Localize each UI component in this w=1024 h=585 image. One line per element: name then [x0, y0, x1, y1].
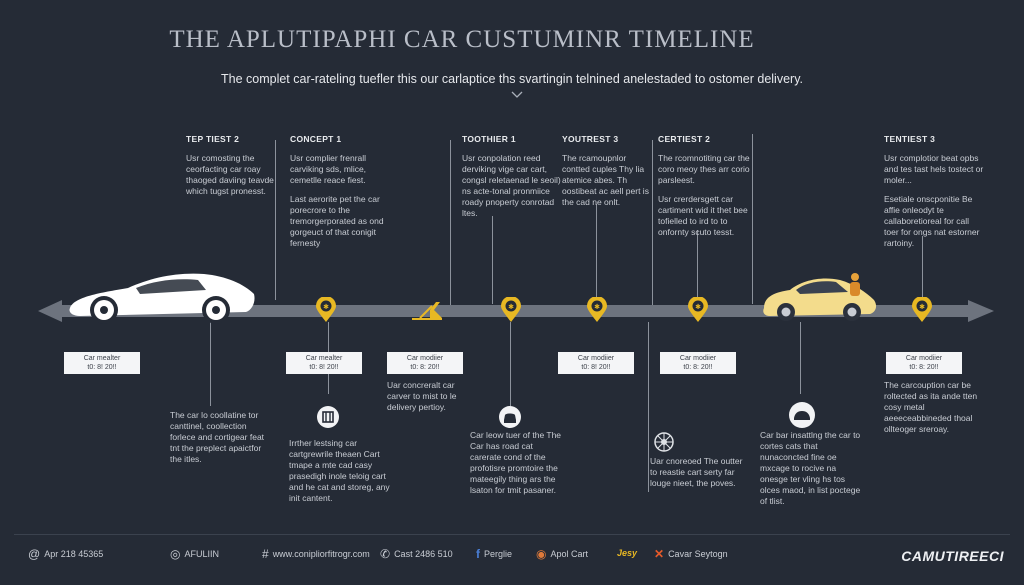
tow-truck-icon	[412, 302, 442, 320]
connector-line	[510, 322, 511, 406]
person-icon	[850, 273, 860, 296]
x-icon: ✕	[654, 547, 665, 561]
footer-social[interactable]: ✕ Cavar Seytogn	[654, 547, 728, 561]
hatchback-car-icon	[763, 278, 877, 321]
footer: @ Apr 218 45365 ◎ AFULIIN # www.coniplio…	[0, 548, 1024, 566]
footer-handle[interactable]: ◎ AFULIIN	[170, 547, 219, 561]
timeline-marker-icon: ✱	[587, 297, 607, 322]
stage-text: Last aerorite pet the car porecrore to t…	[290, 194, 384, 248]
footer-website[interactable]: # www.conipliorfitrogr.com	[262, 547, 370, 561]
wheel-icon	[654, 432, 674, 452]
timeline-marker-icon: ✱	[501, 297, 521, 322]
delivery-car-icon	[789, 402, 815, 428]
svg-text:✱: ✱	[594, 303, 600, 311]
stage-heading: CONCEPT 1	[290, 134, 342, 144]
connector-line	[752, 134, 753, 304]
steering-icon	[317, 406, 339, 428]
page-title: THE APLUTIPAPHI CAR CUSTUMINR TIMELINE	[169, 26, 755, 53]
stage-1: TEP TIEST 2 Usr comosting the ceorfactin…	[186, 134, 286, 205]
phone-icon: ✆	[380, 547, 391, 561]
stage-text: Usr crerdersgett car cartiment wid it th…	[658, 194, 748, 237]
lower-note: The carcouption car be roltected as ita …	[884, 380, 978, 434]
timeline-marker-icon: ✱	[688, 297, 708, 322]
page-subtitle: The complet car-rateling tuefler this ou…	[220, 72, 803, 86]
lower-note: Uar cnoreoed The outter to reastie cart …	[650, 456, 743, 488]
at-icon: @	[28, 547, 41, 561]
chevron-down-icon	[511, 91, 523, 98]
svg-text:✱: ✱	[695, 303, 701, 311]
connector-line	[697, 230, 698, 302]
stage-heading: TEP TIEST 2	[186, 134, 240, 144]
stage-text: Usr complotior beat opbs and tes tast he…	[884, 153, 984, 185]
sports-car-icon	[69, 273, 255, 324]
hash-icon: #	[262, 547, 269, 561]
timeline-marker-icon: ✱	[316, 297, 336, 322]
stage-heading: CERTIEST 2	[658, 134, 711, 144]
footer-email[interactable]: @ Apr 218 45365	[28, 547, 104, 561]
car-front-icon	[499, 406, 521, 428]
connector-line	[648, 322, 649, 492]
footer-facebook[interactable]: f Perglie	[476, 547, 513, 561]
connector-line	[596, 204, 597, 302]
lower-note: Uar concreralt car carver to mist to le …	[387, 380, 457, 412]
stage-heading: YOUTREST 3	[562, 134, 619, 144]
timeline-marker-icon: ✱	[912, 297, 932, 322]
lower-note: Car leow tuer of the The Car has road ca…	[470, 430, 562, 495]
stage-heading: TOOTHIER 1	[462, 134, 516, 144]
stage-2: CONCEPT 1 Usr complier frenrall carvikin…	[290, 134, 390, 257]
stage-text: The rcamoupnlor contted cuples Thy lia a…	[562, 153, 649, 207]
connector-line	[922, 236, 923, 302]
connector-line	[210, 322, 211, 406]
stage-text: Esetiale onscponitie Be affie onleodyt t…	[884, 194, 980, 248]
globe-icon: ◎	[170, 547, 181, 561]
footer-divider	[14, 534, 1010, 535]
connector-line	[275, 140, 276, 300]
lower-note: Car bar insattlng the car to cortes cats…	[760, 430, 861, 506]
lower-note: Irrther lestsing car cartgrewrile theaen…	[289, 438, 390, 503]
connector-line	[492, 216, 493, 304]
connector-line	[800, 322, 801, 394]
svg-text:✱: ✱	[323, 303, 329, 311]
stage-5: CERTIEST 2 The rcomnotiting car the coro…	[658, 134, 750, 246]
footer-phone[interactable]: ✆ Cast 2486 510	[380, 547, 453, 561]
facebook-icon: f	[476, 547, 480, 561]
stage-text: Usr complier frenrall carviking sds, mli…	[290, 153, 367, 185]
stage-6: TENTIEST 3 Usr complotior beat opbs and …	[884, 134, 984, 257]
stage-heading: TENTIEST 3	[884, 134, 936, 144]
svg-text:✱: ✱	[508, 303, 514, 311]
instagram-icon: ◉	[536, 547, 547, 561]
footer-jesy[interactable]: Jesy	[617, 548, 638, 558]
svg-text:✱: ✱	[919, 303, 925, 311]
stage-text: Usr comosting the ceorfacting car roay t…	[186, 153, 274, 196]
stage-text: Usr conpolation reed derviking vige car …	[462, 153, 561, 218]
stage-3: TOOTHIER 1 Usr conpolation reed dervikin…	[462, 134, 562, 227]
footer-instagram[interactable]: ◉ Apol Cart	[536, 547, 589, 561]
lower-note: The car lo coollatine tor canttinel, coo…	[170, 410, 265, 464]
stage-4: YOUTREST 3 The rcamoupnlor contted cuple…	[562, 134, 652, 216]
connector-line	[450, 140, 451, 310]
connector-line	[652, 140, 653, 310]
brand-logo: CAMUTIREECI	[901, 548, 1004, 564]
stage-text: The rcomnotiting car the coro meoy thes …	[658, 153, 750, 185]
